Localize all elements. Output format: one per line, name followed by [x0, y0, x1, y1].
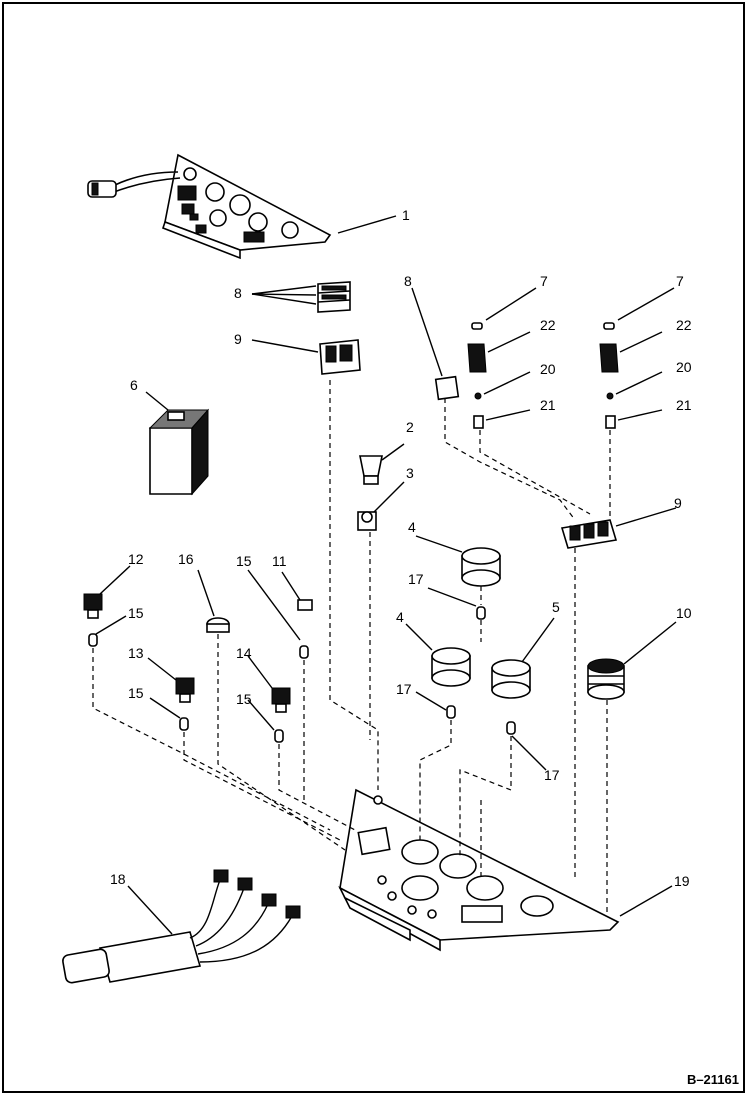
callout-21-left: 21: [540, 397, 556, 413]
part-9-bezel-left: [319, 339, 361, 375]
part-6-module: [148, 408, 210, 496]
part-12-switch: [83, 593, 103, 619]
part-16-plug: [206, 617, 230, 633]
part-7-caps: [471, 322, 615, 330]
part-9-bezel-right: [560, 519, 618, 549]
part-3-socket: [357, 511, 377, 531]
callout-8-right: 8: [404, 273, 412, 289]
callout-9-right: 9: [674, 495, 682, 511]
part-13-switch: [175, 677, 195, 703]
part-10-indicator: [587, 658, 625, 700]
part-5-gauge: [491, 659, 531, 699]
part-17-bulbs: [446, 606, 516, 735]
callout-leaders: [95, 215, 677, 935]
callout-20-left: 20: [540, 361, 556, 377]
callout-21-right: 21: [676, 397, 692, 413]
part-14-switch: [271, 687, 291, 713]
callout-4-upper: 4: [408, 519, 416, 535]
assembly-lines: [92, 380, 611, 915]
callout-15-left: 15: [128, 605, 144, 621]
callout-15-lower-mid: 15: [236, 691, 252, 707]
callout-13: 13: [128, 645, 144, 661]
callout-14: 14: [236, 645, 252, 661]
part-8-switch-cover-right: [434, 375, 460, 401]
part-4-gauge-lower: [431, 647, 471, 687]
callout-8-left: 8: [234, 285, 242, 301]
callout-9-left: 9: [234, 331, 242, 347]
callout-2: 2: [406, 419, 414, 435]
callout-18: 18: [110, 871, 126, 887]
callout-10: 10: [676, 605, 692, 621]
part-8-switch-covers: [317, 281, 351, 313]
part-18-wiring-harness: [62, 869, 301, 984]
callout-19: 19: [674, 873, 690, 889]
callout-7-left: 7: [540, 273, 548, 289]
callout-15-top: 15: [236, 553, 252, 569]
callout-16: 16: [178, 551, 194, 567]
callout-11: 11: [272, 553, 287, 569]
part-15-bulbs: [88, 633, 309, 743]
callout-22-right: 22: [676, 317, 692, 333]
callout-20-right: 20: [676, 359, 692, 375]
callout-6: 6: [130, 377, 138, 393]
part-1-instrument-panel: [87, 153, 332, 260]
part-20-21-bulbs: [473, 392, 616, 429]
part-4-gauge-upper: [461, 547, 501, 587]
callout-22-left: 22: [540, 317, 556, 333]
callout-5: 5: [552, 599, 560, 615]
callout-17-mid: 17: [396, 681, 412, 697]
part-22-rocker-switches: [467, 343, 619, 373]
drawing-number: B–21161: [686, 1072, 739, 1087]
callout-4-lower: 4: [396, 609, 404, 625]
callout-1: 1: [402, 207, 410, 223]
part-19-lower-panel: [338, 788, 620, 952]
callout-17-upper: 17: [408, 571, 424, 587]
callout-15-lower-left: 15: [128, 685, 144, 701]
part-2-knob: [359, 455, 383, 485]
callout-7-right: 7: [676, 273, 684, 289]
callout-labels: 1 8 9 6 8 7 7 22 22 20 20 21 21 2 3 4 9 …: [110, 207, 692, 889]
callout-12: 12: [128, 551, 144, 567]
callout-17-right: 17: [544, 767, 560, 783]
callout-3: 3: [406, 465, 414, 481]
part-11-clip: [297, 599, 313, 611]
